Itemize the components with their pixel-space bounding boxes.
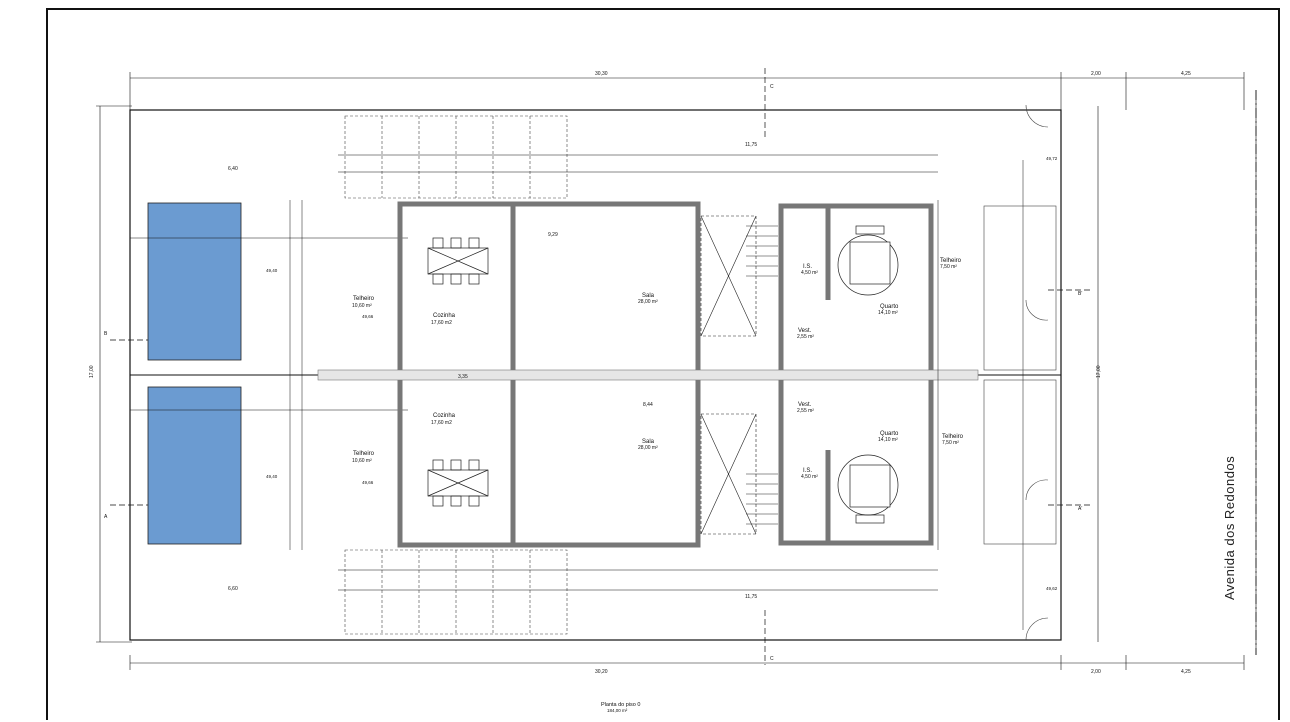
dim-sala-width: 9,29 [548,232,558,238]
stair-lower [700,413,778,535]
parking-grid-upper [344,115,568,199]
section-a: A [104,514,108,520]
dim-top-total: 30,30 [595,71,608,77]
room-quarto-lower: Quarto [880,431,899,437]
floor-plan-drawing: 30,30 2,00 4,25 30,20 2,00 4,25 17,00 17… [89,68,1257,713]
level-mark-pool-lower: 49,40 [266,474,278,479]
room-sala-upper-area: 28,00 m² [638,299,658,305]
terrace-right [983,104,1057,641]
section-c-bottom: C [770,656,774,662]
room-is-lower-area: 4,50 m² [801,474,818,480]
room-cozinha-lower-area: 17,60 m2 [431,420,452,426]
bed-lower [837,454,899,524]
room-cozinha-upper-area: 17,60 m2 [431,320,452,326]
central-wall-band [317,369,979,381]
drawing-area: 184,00 m² [607,708,628,713]
parking-grid-lower [344,549,568,635]
street-name: Avenida dos Redondos [1222,456,1237,600]
section-markers [110,68,1093,665]
room-telheiro-upper: Telheiro [353,296,375,302]
room-telheiro-lower-area: 10,60 m² [352,458,372,464]
room-cozinha-lower: Cozinha [433,413,456,419]
dim-left-top: 6,40 [228,166,238,172]
bed-upper [837,225,899,296]
room-telheiro-right-lower: Telheiro [942,434,964,440]
room-sala-lower: Sala [642,439,655,445]
room-sala-upper: Sala [642,293,655,299]
room-is-upper: I.S. [803,264,812,270]
level-mark-pool-upper: 49,40 [266,268,278,273]
house-walls-lower [397,380,934,548]
room-cozinha-upper: Cozinha [433,313,456,319]
inner-dimension-lines [130,154,1024,630]
dim-sidewalk-top: 2,00 [1091,71,1101,77]
dim-left-bottom: 6,60 [228,586,238,592]
room-telheiro-upper-area: 10,60 m² [352,303,372,309]
dim-sala-width-b: 8,44 [643,402,653,408]
dim-road-bottom: 4,25 [1181,669,1191,675]
dim-lower-span: 11,75 [745,594,757,600]
dim-road-top: 4,25 [1181,71,1191,77]
drawing-title: Planta do piso 0 [601,702,640,708]
level-mark-terrace-bottom: 49,62 [1046,586,1058,591]
stair-upper [700,215,778,337]
pool-upper [147,202,242,361]
level-mark-telheiro-upper: 49,66 [362,314,374,319]
room-vest-upper-area: 2,55 m² [797,334,814,340]
room-vest-upper: Vest. [798,328,812,334]
dim-upper-span: 11,75 [745,142,757,148]
dining-table-upper [427,237,489,285]
level-mark-terrace-top: 49,72 [1046,156,1058,161]
room-quarto-lower-area: 14,10 m² [878,437,898,443]
room-vest-lower-area: 2,55 m² [797,408,814,414]
pool-lower [147,386,242,545]
room-telheiro-right-upper: Telheiro [940,258,962,264]
room-is-lower: I.S. [803,468,812,474]
section-b-prime: B' [1078,291,1082,297]
dim-sidewalk-bottom: 2,00 [1091,669,1101,675]
drawing-sheet: 30,30 2,00 4,25 30,20 2,00 4,25 17,00 17… [46,8,1280,720]
room-is-upper-area: 4,50 m² [801,270,818,276]
section-b: B [104,331,108,337]
dim-kitchen-width: 3,35 [458,374,468,380]
room-quarto-upper: Quarto [880,304,899,310]
dim-left-height: 17,00 [89,365,95,378]
room-vest-lower: Vest. [798,402,812,408]
room-sala-lower-area: 28,00 m² [638,445,658,451]
house-walls-upper [397,201,934,370]
dining-table-lower [427,459,489,507]
dim-bottom-total: 30,20 [595,669,608,675]
section-a-prime: A' [1078,506,1082,512]
section-c-top: C [770,84,774,90]
dim-right-height: 17,00 [1096,365,1102,378]
level-mark-telheiro-lower: 49,66 [362,480,374,485]
room-quarto-upper-area: 14,10 m² [878,310,898,316]
top-dimension-lines [96,72,1257,670]
room-telheiro-right-lower-area: 7,50 m² [942,440,959,446]
room-telheiro-right-upper-area: 7,50 m² [940,264,957,270]
room-telheiro-lower: Telheiro [353,451,375,457]
